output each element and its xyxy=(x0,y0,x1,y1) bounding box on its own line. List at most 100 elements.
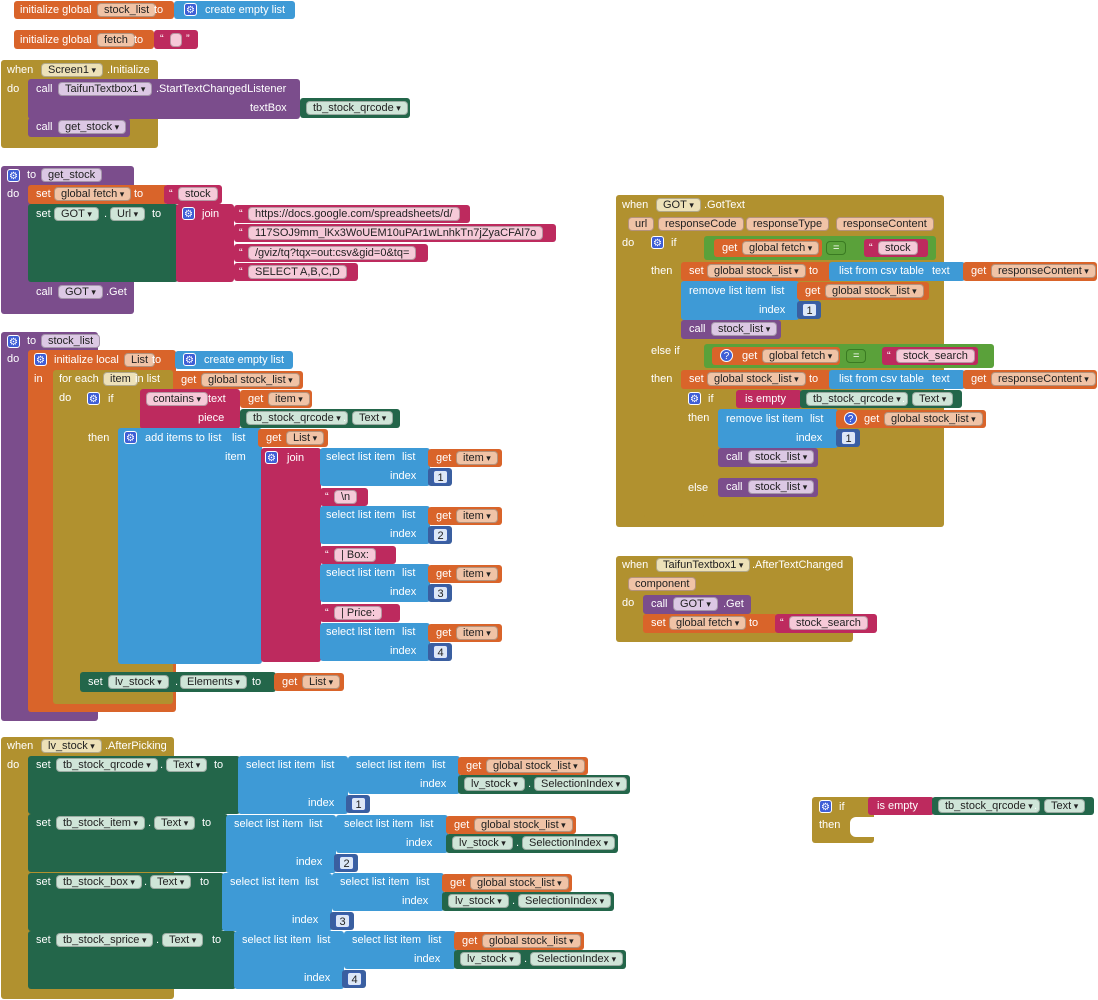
number-block[interactable]: 2 xyxy=(334,854,358,872)
param-url[interactable]: url xyxy=(628,217,655,231)
init-global-fetch-block[interactable]: initialize global fetch to xyxy=(14,30,154,49)
variable-dropdown[interactable]: List xyxy=(302,675,341,689)
add-items-to-list[interactable]: ⚙ add items to list list item xyxy=(118,428,262,664)
variable-dropdown[interactable]: global stock_list xyxy=(201,373,300,387)
select-list-item-outer[interactable]: select list item list index xyxy=(226,815,336,873)
select-list-item-4[interactable]: select list item list index xyxy=(320,623,430,661)
string-value[interactable]: stock_search xyxy=(896,349,975,363)
procedure-name[interactable]: stock_list xyxy=(41,334,101,348)
get-item[interactable]: get item xyxy=(428,565,502,583)
url-string-3[interactable]: “ /gviz/tq?tqx=out:csv&gid=0&tq= xyxy=(234,244,428,262)
lv-selection-index[interactable]: lv_stock . SelectionIndex xyxy=(458,775,630,794)
contains-block[interactable]: contains text piece xyxy=(140,389,240,429)
gear-icon[interactable]: ⚙ xyxy=(7,335,20,348)
property-dropdown[interactable]: Text xyxy=(352,411,394,425)
text-price-sep[interactable]: “ | Price: xyxy=(320,604,400,622)
param-response-code[interactable]: responseCode xyxy=(658,217,744,231)
component-dropdown[interactable]: tb_stock_item xyxy=(56,816,145,830)
procedure-dropdown[interactable]: stock_list xyxy=(748,450,815,464)
join-block[interactable]: ⚙ join xyxy=(261,448,321,662)
tb-qrcode-text[interactable]: tb_stock_qrcode . Text xyxy=(800,390,962,408)
compare-dropdown[interactable]: = xyxy=(826,241,847,255)
set-tb-stock-sprice[interactable]: set tb_stock_sprice . Text to xyxy=(28,931,236,989)
component-dropdown[interactable]: lv_stock xyxy=(460,952,521,966)
get-item[interactable]: get item xyxy=(428,449,502,467)
select-list-item-3[interactable]: select list item list index xyxy=(320,564,430,602)
tb-qrcode-text[interactable]: tb_stock_qrcode . Text xyxy=(932,797,1094,815)
property-dropdown[interactable]: Text xyxy=(166,758,208,772)
string-value[interactable]: stock_search xyxy=(789,616,868,630)
number-block[interactable]: 1 xyxy=(346,795,370,813)
get-global-stock-list[interactable]: get global stock_list xyxy=(442,874,572,892)
component-dropdown[interactable]: tb_stock_qrcode xyxy=(938,799,1040,813)
text-string-block[interactable]: “ stock xyxy=(164,185,222,204)
get-global-fetch[interactable]: ? get global fetch xyxy=(712,347,840,365)
contains-dropdown[interactable]: contains xyxy=(146,392,209,406)
variable-dropdown[interactable]: item xyxy=(456,509,498,523)
lv-selection-index[interactable]: lv_stock . SelectionIndex xyxy=(446,834,618,853)
set-got-url[interactable]: set GOT . Url to xyxy=(28,204,178,282)
component-dropdown[interactable]: tb_stock_qrcode xyxy=(806,392,908,406)
string-value[interactable]: \n xyxy=(334,490,358,504)
property-dropdown[interactable]: Text xyxy=(150,875,192,889)
call-procedure-block[interactable]: call get_stock xyxy=(28,118,130,137)
variable-dropdown[interactable]: global stock_list xyxy=(707,372,806,386)
get-global-stock-list[interactable]: get global stock_list xyxy=(173,371,303,389)
text-string-block[interactable]: “ stock xyxy=(864,239,928,257)
variable-dropdown[interactable]: global stock_list xyxy=(470,876,569,890)
property-dropdown[interactable]: Text xyxy=(912,392,954,406)
list-from-csv-table[interactable]: list from csv table text xyxy=(829,370,965,389)
get-global-fetch[interactable]: get global fetch xyxy=(714,239,822,257)
set-tb-stock-box[interactable]: set tb_stock_box . Text to xyxy=(28,873,224,931)
remove-list-item[interactable]: remove list item list index xyxy=(718,409,838,448)
property-dropdown[interactable]: Url xyxy=(110,207,146,221)
get-global-stock-list[interactable]: get global stock_list xyxy=(446,816,576,834)
variable-dropdown[interactable]: global fetch xyxy=(669,616,747,630)
select-list-item-inner[interactable]: select list item list index xyxy=(336,815,448,853)
number-block[interactable]: 1 xyxy=(797,301,821,319)
set-global-stock-list[interactable]: set global stock_list to xyxy=(681,370,831,389)
gear-icon[interactable]: ⚙ xyxy=(34,353,47,366)
get-global-stock-list[interactable]: get global stock_list xyxy=(797,282,929,300)
component-dropdown[interactable]: GOT xyxy=(656,198,701,212)
variable-dropdown[interactable]: responseContent xyxy=(991,264,1096,278)
number-block[interactable]: 1 xyxy=(428,468,452,486)
property-dropdown[interactable]: SelectionIndex xyxy=(522,836,616,850)
local-var-name[interactable]: List xyxy=(124,353,156,367)
is-empty-block[interactable]: is empty xyxy=(736,390,802,408)
variable-dropdown[interactable]: global stock_list xyxy=(825,284,924,298)
url-string-4[interactable]: “ SELECT A,B,C,D xyxy=(234,263,358,281)
variable-dropdown[interactable]: global fetch xyxy=(762,349,840,363)
string-value[interactable]: stock xyxy=(878,241,918,255)
string-value[interactable]: SELECT A,B,C,D xyxy=(248,265,347,279)
number-value[interactable]: 1 xyxy=(351,797,366,811)
component-dropdown[interactable]: tb_stock_qrcode xyxy=(246,411,348,425)
variable-dropdown[interactable]: responseContent xyxy=(991,372,1096,386)
set-tb-stock-qrcode[interactable]: set tb_stock_qrcode . Text to xyxy=(28,756,240,814)
string-value[interactable]: /gviz/tq?tqx=out:csv&gid=0&tq= xyxy=(248,246,417,260)
param-response-content[interactable]: responseContent xyxy=(836,217,934,231)
is-empty-block[interactable]: is empty xyxy=(868,797,934,815)
property-dropdown[interactable]: Text xyxy=(162,933,204,947)
get-item[interactable]: get item xyxy=(428,507,502,525)
help-icon[interactable]: ? xyxy=(720,349,733,362)
variable-dropdown[interactable]: global fetch xyxy=(742,241,820,255)
get-list-local[interactable]: get List xyxy=(258,429,328,447)
property-dropdown[interactable]: SelectionIndex xyxy=(534,777,628,791)
number-value[interactable]: 1 xyxy=(433,470,448,484)
gear-icon[interactable]: ⚙ xyxy=(819,800,832,813)
lv-selection-index[interactable]: lv_stock . SelectionIndex xyxy=(454,950,626,969)
get-global-stock-list[interactable]: get global stock_list xyxy=(458,757,588,775)
string-value[interactable]: https://docs.google.com/spreadsheets/d/ xyxy=(248,207,460,221)
component-dropdown[interactable]: GOT xyxy=(673,597,718,611)
number-block[interactable]: 2 xyxy=(428,526,452,544)
set-global-stock-list[interactable]: set global stock_list to xyxy=(681,262,831,281)
create-empty-list-block[interactable]: ⚙ create empty list xyxy=(174,1,295,19)
component-dropdown[interactable]: tb_stock_qrcode xyxy=(56,758,158,772)
string-value[interactable]: | Box: xyxy=(334,548,376,562)
select-list-item-inner[interactable]: select list item list index xyxy=(344,931,456,969)
text-box-sep[interactable]: “ | Box: xyxy=(320,546,396,564)
component-dropdown[interactable]: lv_stock xyxy=(464,777,525,791)
set-global-fetch[interactable]: set global fetch to xyxy=(643,614,777,633)
gear-icon[interactable]: ⚙ xyxy=(265,451,278,464)
